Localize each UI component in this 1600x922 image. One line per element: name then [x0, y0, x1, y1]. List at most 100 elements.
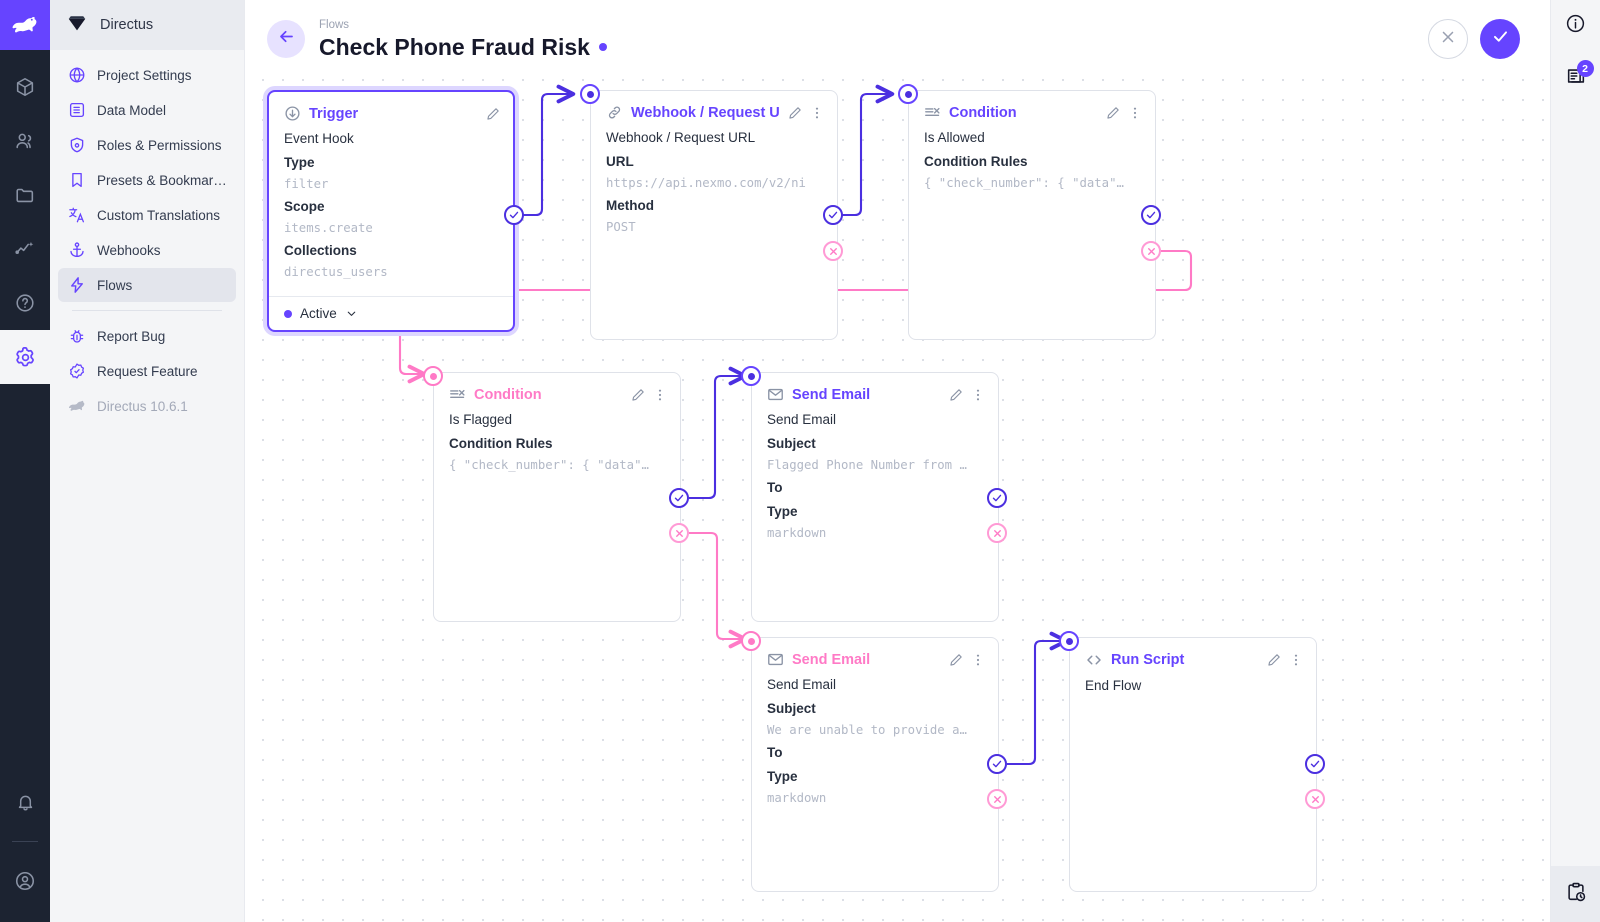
project-header[interactable]: Directus [50, 0, 244, 50]
breadcrumb[interactable]: Flows [319, 18, 350, 31]
sidebar-item-label: Webhooks [97, 242, 161, 258]
endpoint-resolve-run-script[interactable] [1305, 754, 1325, 774]
module-rail [0, 0, 50, 922]
back-button[interactable] [267, 20, 305, 58]
node-body: Event Hook Type filter Scope items.creat… [269, 128, 513, 296]
more-options-icon[interactable] [970, 652, 986, 668]
more-options-icon[interactable] [652, 387, 668, 403]
sidebar-item-custom-translations[interactable]: Custom Translations [58, 198, 236, 232]
save-button[interactable] [1480, 19, 1520, 59]
endpoint-input-send-email-flagged[interactable] [741, 366, 761, 386]
rail-bottom-group [0, 775, 50, 922]
directus-rabbit-logo[interactable] [0, 0, 50, 50]
endpoint-reject-condition-allowed[interactable] [1141, 241, 1161, 261]
rail-item-settings[interactable] [0, 330, 50, 384]
translate-icon [67, 206, 86, 225]
operation-name: Send Email [767, 677, 837, 692]
flow-editor-main: Flows Check Phone Fraud Risk [245, 0, 1550, 922]
endpoint-resolve-condition-flagged[interactable] [669, 488, 689, 508]
endpoint-input-condition-allowed[interactable] [898, 84, 918, 104]
sidebar-item-label: Roles & Permissions [97, 137, 222, 153]
endpoint-resolve-trigger[interactable] [504, 205, 524, 225]
activity-history-button[interactable] [1550, 866, 1600, 922]
canvas-top-mask [245, 0, 1550, 78]
cancel-button[interactable] [1428, 19, 1468, 59]
endpoint-resolve-send-email-flagged[interactable] [987, 488, 1007, 508]
node-header: Run Script [1070, 638, 1316, 675]
field-key: Condition Rules [924, 154, 1028, 169]
endpoint-resolve-send-email-unable[interactable] [987, 754, 1007, 774]
flow-node-send-email-unable[interactable]: Send Email Send Email Subject We are una… [751, 637, 999, 892]
edit-pencil-icon[interactable] [948, 387, 964, 403]
field-value: Flagged Phone Number from … [767, 458, 967, 472]
edit-pencil-icon[interactable] [948, 652, 964, 668]
node-header-actions [787, 105, 825, 121]
more-options-icon[interactable] [1127, 105, 1143, 121]
sidebar-item-presets-bookmarks[interactable]: Presets & Bookmar… [58, 163, 236, 197]
account-avatar-icon[interactable] [0, 854, 50, 908]
node-header: Condition [909, 91, 1155, 127]
sidebar-item-project-settings[interactable]: Project Settings [58, 58, 236, 92]
logs-badge: 2 [1576, 60, 1594, 77]
node-body: Is Flagged Condition Rules { "check_numb… [434, 409, 680, 489]
field-key: Condition Rules [449, 436, 553, 451]
node-body: Webhook / Request URL URL https://api.ne… [591, 127, 837, 251]
edit-pencil-icon[interactable] [1266, 652, 1282, 668]
endpoint-reject-send-email-flagged[interactable] [987, 523, 1007, 543]
rail-item-content[interactable] [0, 60, 50, 114]
edit-pencil-icon[interactable] [485, 106, 501, 122]
endpoint-resolve-webhook[interactable] [823, 205, 843, 225]
more-options-icon[interactable] [970, 387, 986, 403]
flow-node-run-script[interactable]: Run Script End Flow [1069, 637, 1317, 892]
endpoint-input-send-email-unable[interactable] [741, 631, 761, 651]
more-options-icon[interactable] [1288, 652, 1304, 668]
check-badge-icon [67, 362, 86, 381]
rail-item-files[interactable] [0, 168, 50, 222]
endpoint-input-condition-flagged[interactable] [423, 366, 443, 386]
endpoint-resolve-condition-allowed[interactable] [1141, 205, 1161, 225]
field-value: markdown [767, 791, 827, 805]
logs-sidebar-button[interactable]: 2 [1551, 52, 1600, 104]
version-label: Directus 10.6.1 [97, 398, 188, 414]
edit-pencil-icon[interactable] [787, 105, 803, 121]
sidebar-item-data-model[interactable]: Data Model [58, 93, 236, 127]
field-key: Type [767, 504, 798, 519]
endpoint-reject-send-email-unable[interactable] [987, 789, 1007, 809]
flow-node-send-email-flagged[interactable]: Send Email Send Email Subject Flagged Ph… [751, 372, 999, 622]
info-sidebar-button[interactable] [1551, 0, 1600, 52]
endpoint-input-webhook[interactable] [580, 84, 600, 104]
flow-node-condition-flagged[interactable]: Condition Is Flagged Condition Rules { "… [433, 372, 681, 622]
mail-icon [767, 651, 784, 668]
node-title: Condition [949, 104, 1017, 121]
edit-pencil-icon[interactable] [630, 387, 646, 403]
endpoint-reject-condition-flagged[interactable] [669, 523, 689, 543]
bolt-icon [67, 276, 86, 295]
operation-name: End Flow [1085, 678, 1142, 693]
sidebar-item-flows[interactable]: Flows [58, 268, 236, 302]
rail-item-users[interactable] [0, 114, 50, 168]
node-header: Send Email [752, 638, 998, 674]
sidebar-item-request-feature[interactable]: Request Feature [58, 354, 236, 388]
node-header-actions [948, 652, 986, 668]
flow-node-webhook[interactable]: Webhook / Request U Webhook / Request UR… [590, 90, 838, 340]
page-title-text: Check Phone Fraud Risk [319, 33, 590, 60]
sidebar-item-label: Request Feature [97, 363, 198, 379]
endpoint-reject-run-script[interactable] [1305, 789, 1325, 809]
field-value: { "check_number": { "data"… [924, 176, 1124, 190]
check-icon [1491, 27, 1510, 51]
sidebar-item-report-bug[interactable]: Report Bug [58, 319, 236, 353]
flow-node-condition-allowed[interactable]: Condition Is Allowed Condition Rules { "… [908, 90, 1156, 340]
more-options-icon[interactable] [809, 105, 825, 121]
rail-item-docs[interactable] [0, 276, 50, 330]
sidebar-item-webhooks[interactable]: Webhooks [58, 233, 236, 267]
endpoint-input-run-script[interactable] [1059, 631, 1079, 651]
edit-pencil-icon[interactable] [1105, 105, 1121, 121]
rail-item-insights[interactable] [0, 222, 50, 276]
sidebar-item-roles-permissions[interactable]: Roles & Permissions [58, 128, 236, 162]
notifications-icon[interactable] [0, 775, 50, 829]
endpoint-reject-webhook[interactable] [823, 241, 843, 261]
trigger-status-select[interactable]: Active [269, 296, 513, 330]
sidebar-item-label: Presets & Bookmar… [97, 172, 227, 188]
flow-node-trigger[interactable]: Trigger Event Hook Type filter Scope ite… [267, 90, 515, 332]
